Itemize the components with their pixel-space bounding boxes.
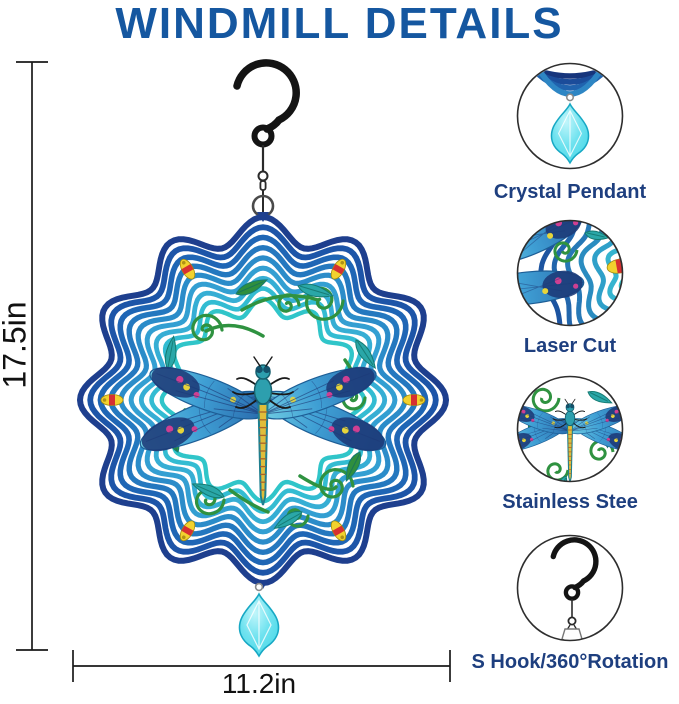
callout-label-crystal-pendant: Crystal Pendant: [493, 181, 647, 203]
accent-bead: [179, 520, 196, 542]
accent-bead: [402, 394, 426, 406]
callout-circle-1: [516, 219, 624, 327]
accent-bead: [179, 258, 196, 280]
callout-circle-0: [516, 62, 624, 170]
width-dimension-line: [72, 650, 451, 682]
callout-circle-3: [516, 534, 624, 642]
page-title: WINDMILL DETAILS: [115, 0, 564, 48]
accent-bead: [100, 394, 124, 406]
callout-label-laser-cut: Laser Cut: [523, 335, 617, 357]
crystal-pendant-icon: [550, 93, 590, 165]
height-dimension-line: [16, 61, 48, 651]
callout-label-stainless-steel: Stainless Stee: [502, 491, 638, 513]
callout-label-s-hook-rotation: S Hook/360°Rotation: [471, 651, 669, 673]
accent-bead: [330, 520, 347, 542]
dragonfly-icon: [139, 356, 387, 506]
accent-bead: [330, 258, 347, 280]
callout-circle-2: [516, 375, 624, 483]
laser-cut-callout-image: [517, 220, 623, 326]
width-dimension-label: 11.2in: [221, 668, 297, 699]
s-hook-icon: [233, 59, 300, 191]
crystal-pendant-icon: [238, 582, 280, 658]
height-dimension-label: 17.5in: [0, 301, 33, 389]
wind-spinner: [76, 212, 450, 589]
